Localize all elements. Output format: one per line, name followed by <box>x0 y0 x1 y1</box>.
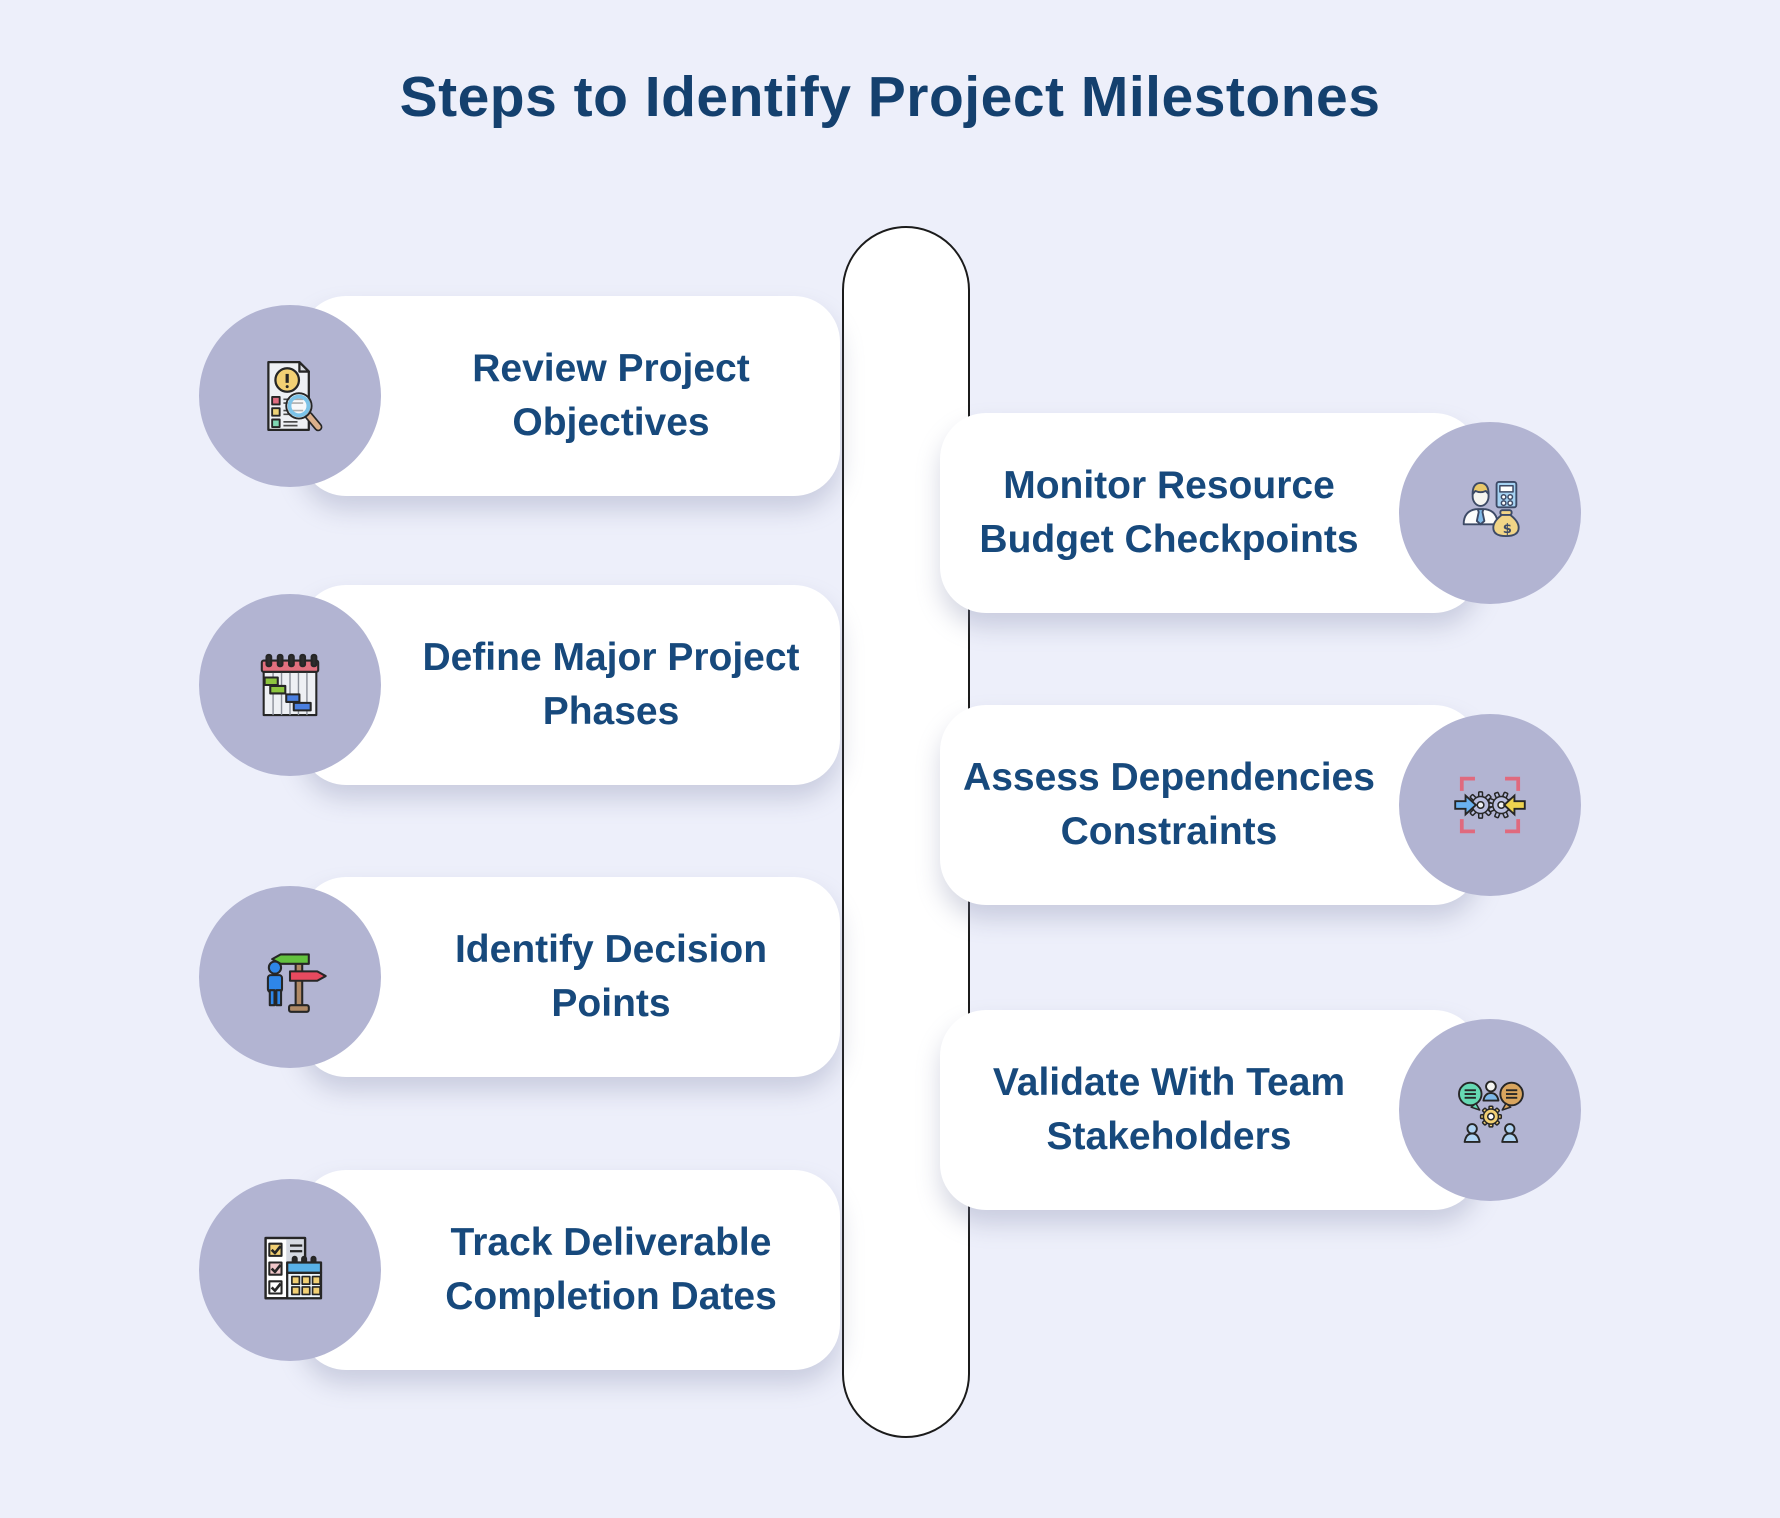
dependencies-icon <box>1454 776 1526 834</box>
step-card-project-phases: Define Major Project Phases <box>300 585 840 785</box>
step-label: Define Major Project Phases <box>422 636 800 733</box>
step-card-dependencies: Assess Dependencies Constraints <box>940 705 1480 905</box>
step-icon-bubble: $ <box>1399 422 1581 604</box>
page-title: Steps to Identify Project Milestones <box>399 65 1381 129</box>
document-search-icon <box>267 361 323 432</box>
checklist-calendar-icon <box>264 1236 323 1300</box>
step-icon-bubble <box>199 1179 381 1361</box>
decision-signpost-icon <box>266 953 327 1013</box>
gantt-phases-icon <box>260 653 320 717</box>
step-icon-bubble <box>199 886 381 1068</box>
svg-text:$: $ <box>1503 522 1512 537</box>
step-label: Track Deliverable Completion Dates <box>445 1221 777 1318</box>
step-label: Identify Decision Points <box>454 928 768 1025</box>
step-label: Validate With Team Stakeholders <box>992 1061 1346 1158</box>
step-icon-bubble <box>1399 1019 1581 1201</box>
step-icon-bubble <box>1399 714 1581 896</box>
team-stakeholders-icon <box>1458 1080 1524 1143</box>
step-card-review-objectives: Review Project Objectives <box>300 296 840 496</box>
resource-budget-icon: $ <box>1462 481 1520 537</box>
step-label: Review Project Objectives <box>472 347 750 444</box>
step-icon-bubble <box>199 594 381 776</box>
step-card-resource-budget: Monitor Resource Budget Checkpoints <box>940 413 1480 613</box>
step-card-track-deliverables: Track Deliverable Completion Dates <box>300 1170 840 1370</box>
step-label: Assess Dependencies Constraints <box>963 756 1375 853</box>
step-card-validate-stakeholders: Validate With Team Stakeholders <box>940 1010 1480 1210</box>
step-card-decision-points: Identify Decision Points <box>300 877 840 1077</box>
step-icon-bubble <box>199 305 381 487</box>
step-label: Monitor Resource Budget Checkpoints <box>979 464 1359 561</box>
